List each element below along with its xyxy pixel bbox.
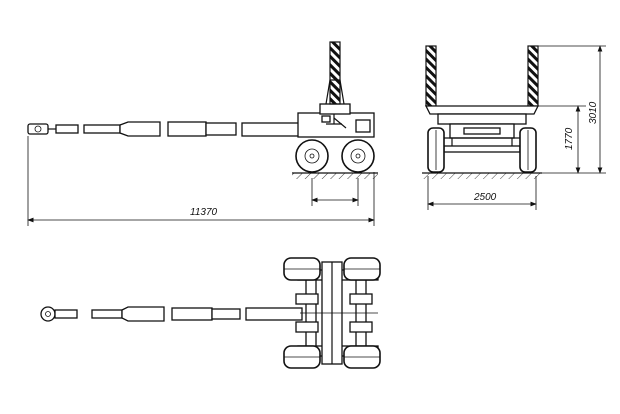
height-frame-dim: 1770	[538, 105, 586, 174]
front-ground	[422, 172, 542, 179]
top-wheels	[283, 257, 381, 369]
front-view: 2500 1770 3010	[422, 45, 606, 210]
track-width-dim: 2500	[427, 176, 537, 210]
front-right-stanchion	[527, 45, 539, 107]
overall-length-label: 11370	[190, 207, 218, 218]
front-bolster	[424, 105, 540, 153]
side-wheelbase-dim	[311, 178, 359, 206]
top-frame	[295, 261, 379, 365]
side-wheels	[295, 139, 375, 173]
height-total-dim: 3010	[538, 45, 606, 174]
overall-length-dim: 11370	[27, 136, 375, 226]
side-view: 11370	[27, 41, 378, 226]
front-left-stanchion	[425, 45, 437, 107]
height-total-label: 3010	[588, 101, 599, 124]
front-wheels	[427, 127, 537, 173]
side-stanchion	[325, 41, 345, 105]
side-drawbar	[27, 121, 305, 137]
track-width-label: 2500	[473, 192, 497, 203]
top-drawbar	[40, 306, 303, 322]
top-view	[40, 257, 381, 369]
side-ground	[292, 172, 378, 179]
height-frame-label: 1770	[564, 127, 575, 150]
side-chassis	[297, 103, 375, 138]
